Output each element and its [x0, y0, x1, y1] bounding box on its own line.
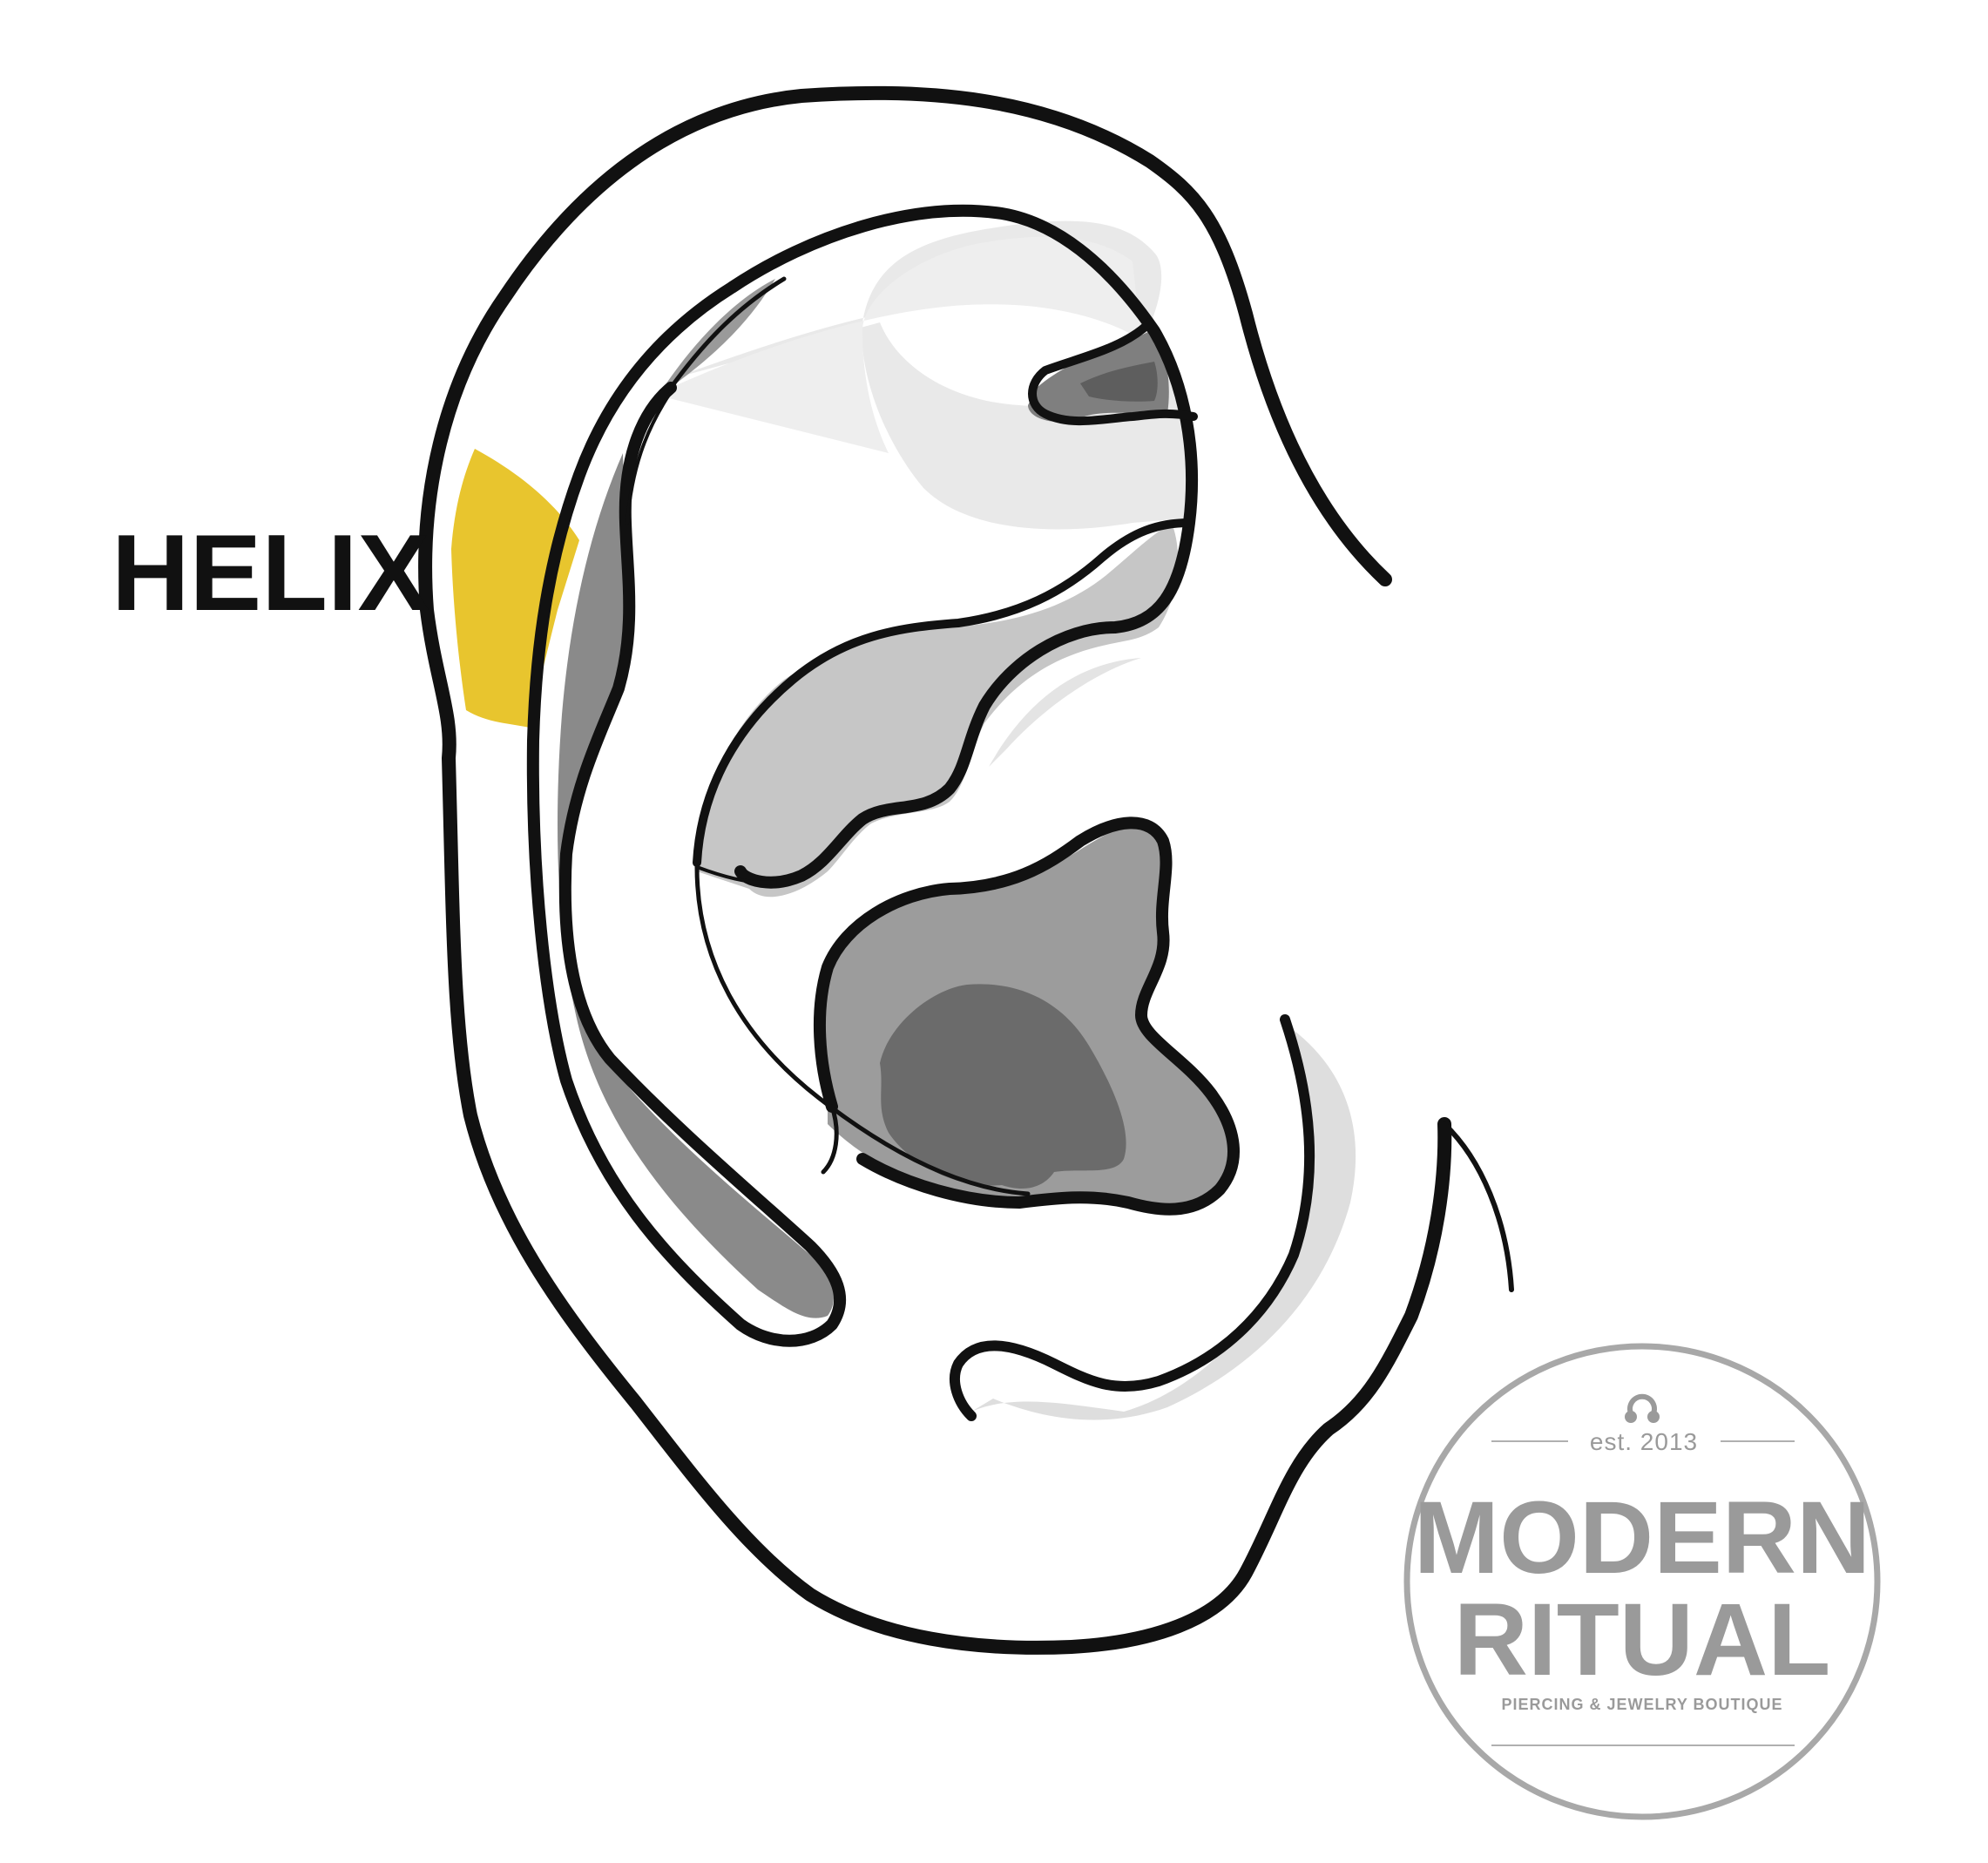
scapha-fill — [558, 453, 835, 1318]
tragus-shadow — [971, 1024, 1356, 1420]
concha-outline — [813, 816, 1240, 1216]
antihelix-outline — [693, 518, 1193, 867]
logo-ring — [1403, 1343, 1881, 1820]
logo-established: est. 2013 — [1590, 1428, 1698, 1455]
helix-label: HELIX — [112, 513, 429, 633]
circular-barbell-icon — [1625, 1393, 1660, 1423]
tragus-outline — [950, 1014, 1315, 1421]
outer-helix-contour — [418, 85, 1452, 1655]
antihelix-lower-curve — [694, 864, 1031, 1196]
logo-name-line2: RITUAL — [1454, 1582, 1831, 1697]
inner-helix-rim — [526, 204, 1199, 1347]
ear-fills — [558, 279, 1236, 1318]
fossa-ridge-line — [625, 390, 673, 525]
ear-shading — [662, 220, 1356, 1420]
concha-lower-left — [821, 1104, 839, 1175]
logo-name-line1: MODERN — [1414, 1480, 1870, 1595]
crus-of-helix-outline — [1028, 318, 1198, 426]
ear-canal-fill — [880, 984, 1126, 1189]
logo-tagline: PIERCING & JEWELRY BOUTIQUE — [1501, 1696, 1782, 1713]
triangular-fossa-line — [668, 276, 787, 390]
upper-fossa-shade-2 — [662, 236, 1141, 453]
brand-logo: est. 2013 MODERN RITUAL PIERCING & JEWEL… — [1403, 1343, 1881, 1820]
lobe-right-curl — [1442, 1121, 1514, 1292]
ear-outlines — [418, 85, 1514, 1655]
helix-highlight-area — [451, 449, 579, 728]
antihelix-connector — [695, 865, 777, 884]
crus-of-helix-inner — [1080, 362, 1158, 402]
antihelix-fill — [697, 523, 1179, 898]
